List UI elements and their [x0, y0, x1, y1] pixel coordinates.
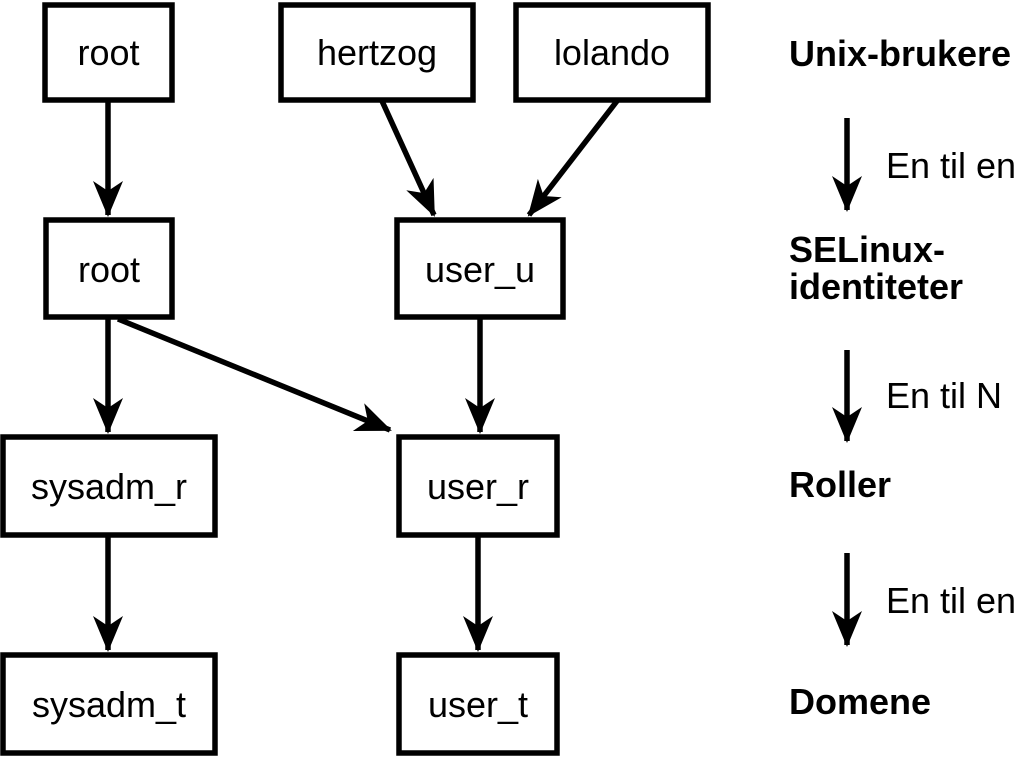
- node-unix-lolando: lolando: [513, 2, 711, 103]
- node-domain-user-t: user_t: [396, 652, 560, 756]
- node-selinux-user-u: user_u: [394, 217, 566, 320]
- edge-lolando-to-user-u: [526, 99, 620, 217]
- node-domain-sysadm-t-box: [0, 652, 218, 756]
- legend-domains-label: Domene: [789, 681, 931, 722]
- node-domain-sysadm-t-label: sysadm_t: [32, 684, 186, 725]
- legend-selinux-identities-line2: identiteter: [789, 266, 963, 307]
- legend: Unix-brukere En til en SELinux- identite…: [789, 33, 1016, 722]
- node-domain-user-t-label: user_t: [428, 684, 528, 725]
- node-unix-hertzog-label: hertzog: [317, 32, 437, 73]
- node-role-user-r-box: [396, 434, 560, 538]
- node-unix-lolando-label: lolando: [554, 32, 670, 73]
- node-unix-root: root: [42, 2, 175, 103]
- node-domain-user-t-box: [396, 652, 560, 756]
- node-role-sysadm-r: sysadm_r: [0, 434, 218, 538]
- legend-mapping3-label: En til en: [886, 580, 1016, 621]
- legend-mapping2-label: En til N: [886, 375, 1002, 416]
- legend-mapping1-label: En til en: [886, 145, 1016, 186]
- legend-roles-label: Roller: [789, 464, 891, 505]
- diagram-edges: [93, 99, 620, 652]
- node-role-user-r: user_r: [396, 434, 560, 538]
- legend-selinux-identities-line1: SELinux-: [789, 229, 945, 270]
- node-role-user-r-label: user_r: [427, 466, 529, 507]
- node-unix-root-label: root: [77, 32, 139, 73]
- node-unix-hertzog-box: [278, 2, 476, 103]
- node-unix-lolando-box: [513, 2, 711, 103]
- edge-selinux-root-to-user-r: [116, 316, 392, 433]
- node-selinux-root-box: [43, 217, 175, 320]
- node-selinux-root: root: [43, 217, 175, 320]
- node-selinux-user-u-label: user_u: [425, 249, 535, 290]
- node-role-sysadm-r-label: sysadm_r: [31, 466, 187, 507]
- edge-hertzog-to-user-u: [379, 99, 437, 217]
- legend-unix-users-label: Unix-brukere: [789, 33, 1011, 74]
- node-role-sysadm-r-box: [0, 434, 218, 538]
- node-selinux-root-label: root: [78, 249, 140, 290]
- node-domain-sysadm-t: sysadm_t: [0, 652, 218, 756]
- node-unix-hertzog: hertzog: [278, 2, 476, 103]
- node-selinux-user-u-box: [394, 217, 566, 320]
- node-unix-root-box: [42, 2, 175, 103]
